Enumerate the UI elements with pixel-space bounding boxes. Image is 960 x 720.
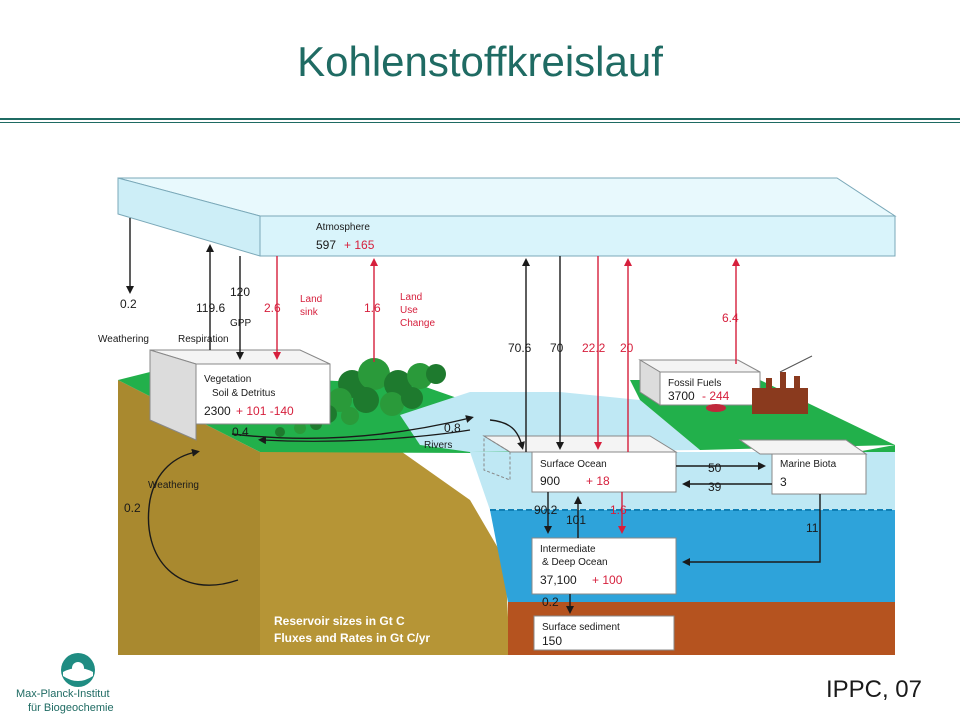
flux-ocean-up-value: 70.6	[508, 341, 532, 355]
flux-land-use-label2: Use	[400, 305, 418, 316]
surface-ocean-value: 900	[540, 474, 560, 488]
flux-ocean-red-up-value: 20	[620, 341, 634, 355]
flux-biota-to-deep-value: 11	[806, 521, 819, 535]
vegetation-sublabel: Soil & Detritus	[212, 388, 275, 399]
vegetation-value: 2300	[204, 404, 231, 418]
flux-rock-weathering-value: 0.2	[124, 501, 141, 515]
vegetation-delta: + 101 -140	[236, 404, 294, 418]
flux-weathering-label: Weathering	[98, 334, 149, 345]
flux-respiration-label: Respiration	[178, 334, 229, 345]
atmosphere-box	[118, 178, 895, 256]
mpi-logo: Max-Planck-Institut für Biogeochemie	[14, 650, 164, 714]
flux-rivers-label: Rivers	[424, 440, 452, 451]
atmosphere-value: 597	[316, 238, 336, 252]
atmosphere-delta: + 165	[344, 238, 375, 252]
flux-land-use-value: 1.6	[364, 301, 381, 315]
flux-land-sink-label2: sink	[300, 307, 319, 318]
deep-ocean-delta: + 100	[592, 573, 623, 587]
deep-ocean-label2: & Deep Ocean	[542, 557, 608, 568]
legend-reservoirs: Reservoir sizes in Gt C	[274, 614, 405, 628]
flux-land-sink-label1: Land	[300, 294, 322, 305]
fossil-label: Fossil Fuels	[668, 378, 721, 389]
flux-river-small-value: 0.4	[232, 425, 249, 439]
flux-red-to-deep-value: 1.6	[610, 503, 627, 517]
flux-surface-to-deep-value: 90.2	[534, 503, 558, 517]
flux-ocean-down-value: 70	[550, 341, 564, 355]
flux-rivers-value: 0.8	[444, 421, 461, 435]
deep-ocean-value: 37,100	[540, 573, 577, 587]
marine-biota-label: Marine Biota	[780, 459, 837, 470]
atmosphere-label: Atmosphere	[316, 222, 370, 233]
fossil-value: 3700	[668, 389, 695, 403]
flux-to-biota-value: 50	[708, 461, 722, 475]
flux-rock-weathering-label: Weathering	[148, 480, 199, 491]
flux-land-sink-value: 2.6	[264, 301, 281, 315]
flux-ocean-red-down-value: 22.2	[582, 341, 606, 355]
deep-ocean-label1: Intermediate	[540, 544, 596, 555]
logo-line2: für Biogeochemie	[28, 702, 114, 714]
surface-ocean-delta: + 18	[586, 474, 610, 488]
flux-fossil-value: 6.4	[722, 311, 739, 325]
logo-line1: Max-Planck-Institut	[16, 688, 110, 700]
flux-deep-to-surface-value: 101	[566, 513, 586, 527]
fossil-delta: - 244	[702, 389, 730, 403]
flux-respiration-value: 119.6	[196, 301, 225, 315]
legend-fluxes: Fluxes and Rates in Gt C/yr	[274, 631, 430, 645]
flux-land-use-label1: Land	[400, 292, 422, 303]
flux-land-use-label3: Change	[400, 318, 435, 329]
sediment-label: Surface sediment	[542, 622, 620, 633]
source-credit: IPPC, 07	[826, 676, 922, 704]
flux-gpp-value: 120	[230, 285, 250, 299]
mpi-logo-icon	[58, 650, 98, 690]
flux-from-biota-value: 39	[708, 480, 722, 494]
surface-ocean-label: Surface Ocean	[540, 459, 607, 470]
sediment-value: 150	[542, 634, 562, 648]
flux-gpp-label: GPP	[230, 318, 251, 329]
marine-biota-value: 3	[780, 475, 787, 489]
vegetation-label: Vegetation	[204, 374, 251, 385]
flux-weathering-value: 0.2	[120, 297, 137, 311]
flux-to-sediment-value: 0.2	[542, 595, 559, 609]
